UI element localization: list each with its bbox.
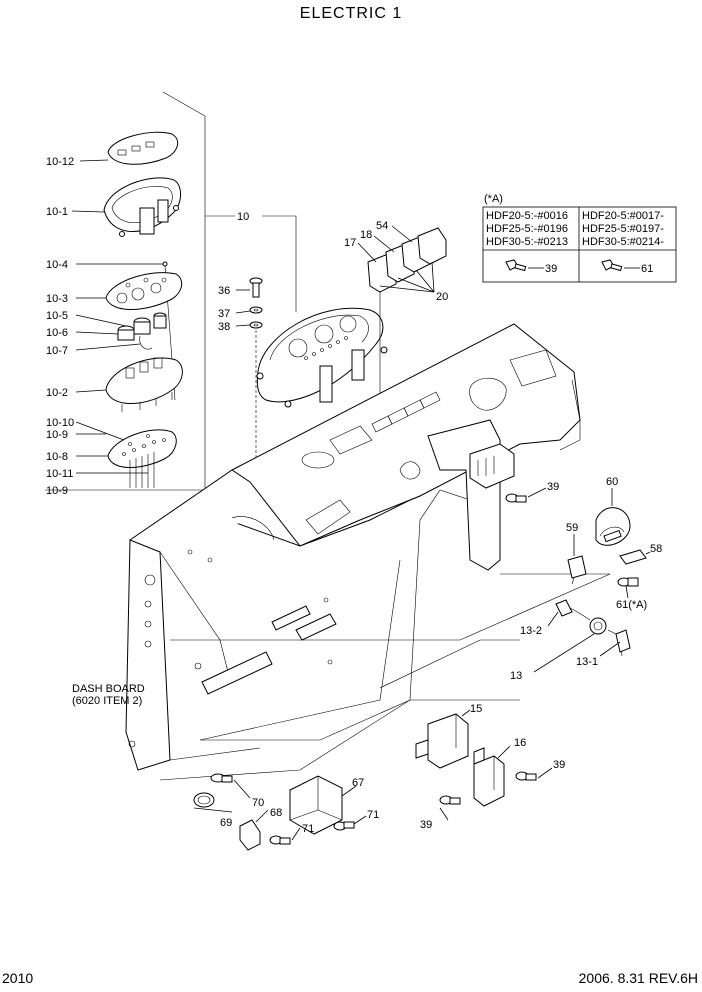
callout-15: 15 <box>470 703 482 715</box>
callout-10-8: 10-8 <box>46 451 68 463</box>
table-right-row-3: HDF30-5:#0214- <box>582 236 664 248</box>
callout-13-1: 13-1 <box>576 656 598 668</box>
callout-69: 69 <box>220 817 232 829</box>
callout-10-11: 10-11 <box>46 468 73 480</box>
face-plate-10-3 <box>105 272 183 310</box>
callout-10-7: 10-7 <box>46 345 68 357</box>
callout-10-9-upper: 10-9 <box>46 429 68 441</box>
callout-10-2: 10-2 <box>46 387 68 399</box>
dash-board-label-line1: DASH BOARD <box>72 683 145 695</box>
variant-table <box>482 206 677 283</box>
callout-10-9-lower: 10-9 <box>46 485 68 497</box>
circuit-board-10-8 <box>107 429 177 468</box>
callout-61-A: 61(*A) <box>616 599 647 611</box>
instrument-cluster-explosion <box>45 91 235 491</box>
callout-16: 16 <box>514 737 526 749</box>
controller-67 <box>289 775 367 835</box>
callout-17: 17 <box>344 237 356 249</box>
horn-assembly <box>567 488 651 599</box>
page-title: ELECTRIC 1 <box>300 5 402 22</box>
callout-67: 67 <box>352 777 364 789</box>
relay-15 <box>415 709 471 769</box>
relay-box-upper <box>469 443 547 503</box>
callout-36: 36 <box>218 285 230 297</box>
dash-board-label-line2: (6020 ITEM 2) <box>72 695 142 707</box>
callout-71-left: 71 <box>302 823 314 835</box>
key-switch <box>533 599 631 673</box>
connector-68 <box>239 809 301 851</box>
callout-59: 59 <box>566 522 578 534</box>
lens-cover-10-12 <box>107 131 179 165</box>
table-left-row-3: HDF30-5:-#0213 <box>486 236 568 248</box>
callout-70: 70 <box>252 797 264 809</box>
callout-18: 18 <box>360 229 372 241</box>
clamp-69-70 <box>193 773 251 813</box>
bolt-61-icon <box>601 259 640 272</box>
callout-10-12: 10-12 <box>46 156 74 168</box>
table-left-row-2: HDF25-5:-#0196 <box>486 223 568 235</box>
table-header: (*A) <box>484 193 503 205</box>
callout-13: 13 <box>510 670 522 682</box>
relay-16 <box>439 745 553 821</box>
instrument-cluster-10 <box>256 215 388 408</box>
callout-58: 58 <box>650 543 662 555</box>
bolt-39-icon <box>505 259 544 272</box>
footer-page-number: 2010 <box>2 970 33 986</box>
callout-38: 38 <box>218 321 230 333</box>
callout-10-10: 10-10 <box>46 417 74 429</box>
callout-71-right: 71 <box>367 809 379 821</box>
callout-37: 37 <box>218 308 230 320</box>
callout-39-upper: 39 <box>547 481 559 493</box>
callout-39-bottom: 39 <box>420 819 432 831</box>
table-right-row-1: HDF20-5:#0017- <box>582 210 664 222</box>
callout-10-3: 10-3 <box>46 293 68 305</box>
table-right-row-2: HDF25-5:#0197- <box>582 223 664 235</box>
callout-54: 54 <box>376 220 388 232</box>
screw-36-washers <box>235 277 263 476</box>
callout-13-2: 13-2 <box>520 625 542 637</box>
callout-39-right: 39 <box>553 759 565 771</box>
callout-10-1: 10-1 <box>46 206 68 218</box>
callout-10-6: 10-6 <box>46 327 68 339</box>
callout-20: 20 <box>436 291 448 303</box>
dash-board <box>125 323 611 781</box>
table-left-row-1: HDF20-5:-#0016 <box>486 210 568 222</box>
table-left-part: 39 <box>545 263 557 275</box>
callout-10-5: 10-5 <box>46 310 68 322</box>
callout-10-4: 10-4 <box>46 259 68 271</box>
callout-68: 68 <box>270 807 282 819</box>
footer-date-revision: 2006. 8.31 REV.6H <box>579 970 698 986</box>
back-plate-10-2 <box>105 357 183 404</box>
table-right-part: 61 <box>641 263 653 275</box>
callout-60: 60 <box>606 476 618 488</box>
callout-10: 10 <box>237 211 249 223</box>
